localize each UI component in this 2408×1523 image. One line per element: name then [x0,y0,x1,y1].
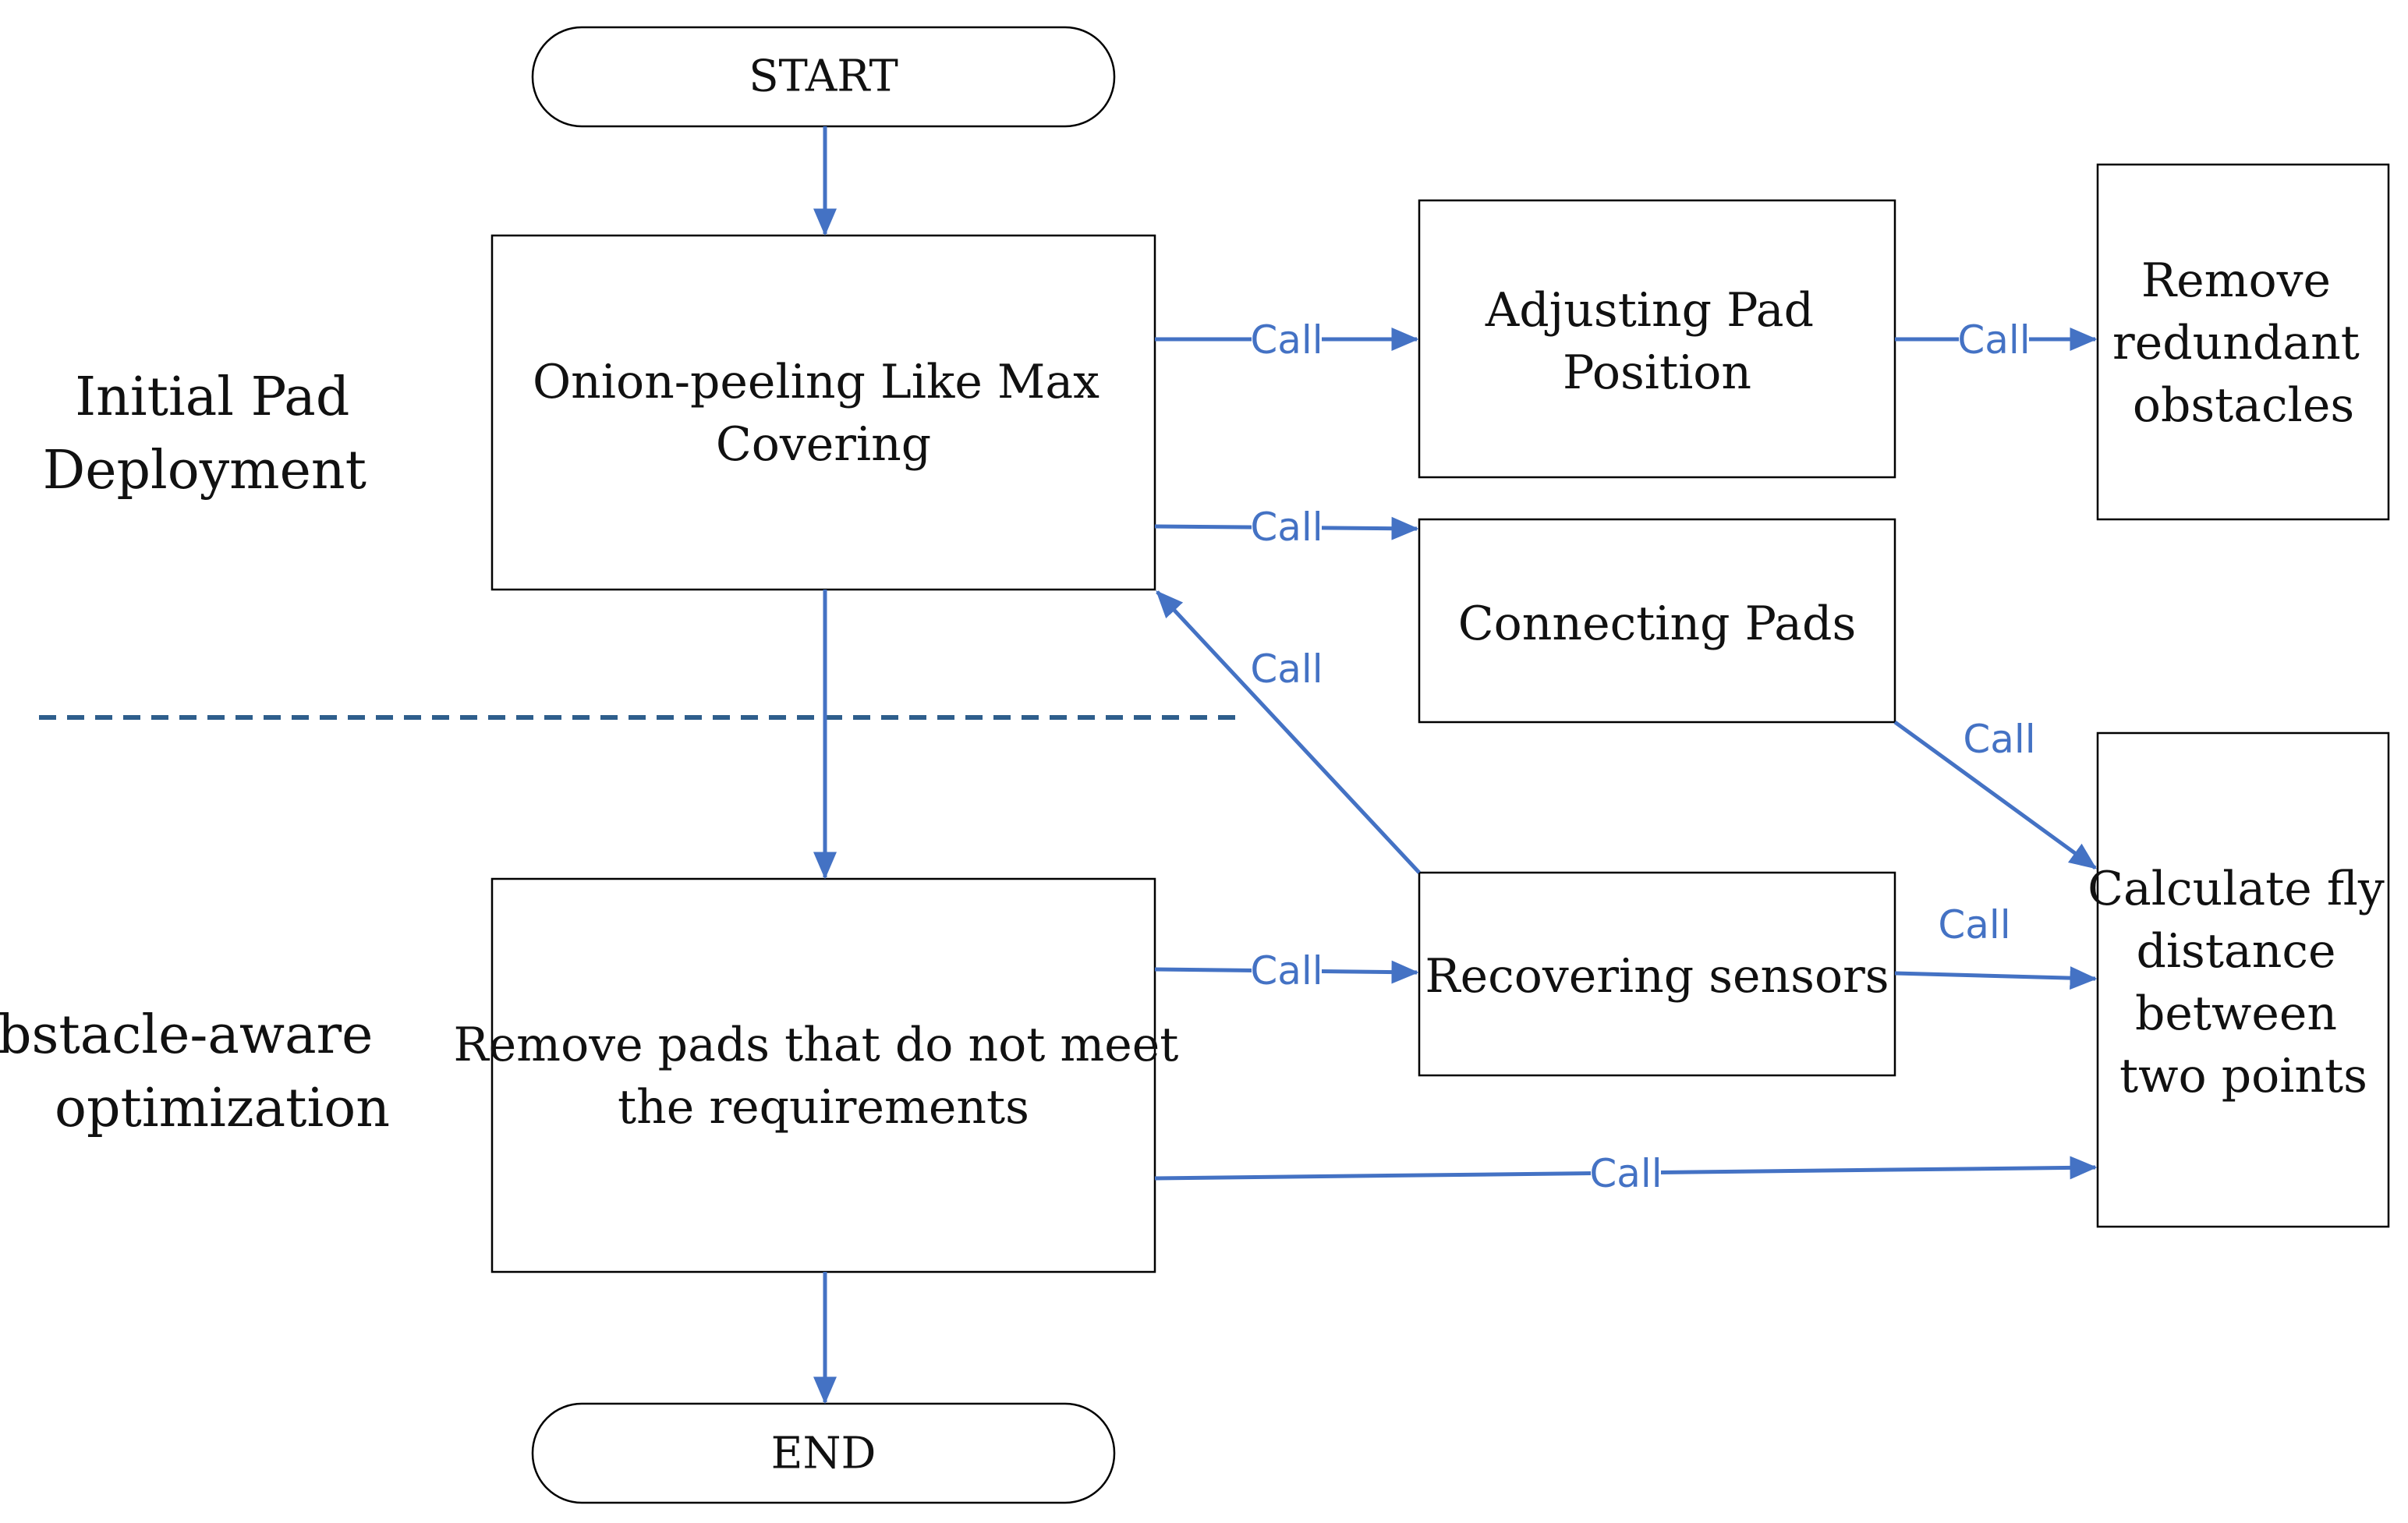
call-label-recovering-calculate: Call [1938,902,2010,947]
phase-label-obstacle: Obstacle-aware optimization [0,1004,390,1139]
connecting-pads-node: Connecting Pads [1418,518,1896,724]
adjusting-pad-label: Adjusting Pad Position [1485,283,1829,400]
phase-obstacle-line-1: Obstacle-aware [0,1004,373,1066]
call-label-recovering-onion: Call [1250,646,1323,692]
adjusting-pad-line-2: Position [1563,345,1751,400]
call-label-remove-calculate: Call [1589,1151,1662,1196]
call-label-adjusting-obstacles: Call [1957,317,2030,363]
calculate-distance-label: Calculate fly distance between two point… [2088,862,2399,1103]
start-label: START [749,51,898,102]
phase-obstacle-line-2: optimization [55,1078,390,1139]
calculate-distance-line-1: Calculate fly [2088,862,2385,916]
end-node: END [531,1402,1116,1504]
remove-obstacles-line-2: redundant [2112,316,2360,370]
remove-pads-label: Remove pads that do not meet the require… [454,1018,1194,1135]
remove-obstacles-node: Remove redundant obstacles [2096,163,2390,521]
recovering-sensors-node: Recovering sensors [1418,871,1896,1077]
adjusting-pad-line-1: Adjusting Pad [1485,283,1814,338]
calculate-distance-node: Calculate fly distance between two point… [2088,731,2399,1228]
connecting-pads-label: Connecting Pads [1458,597,1857,651]
calculate-distance-line-3: between [2135,986,2337,1041]
start-node: START [531,26,1116,128]
arrow-recovering-to-calculate [1894,966,2098,990]
recovering-sensors-label: Recovering sensors [1425,949,1889,1004]
arrow-connecting-to-calculate [1893,720,2098,870]
remove-pads-node: Remove pads that do not meet the require… [454,877,1194,1273]
phase-label-initial: Initial Pad Deployment [43,367,367,501]
call-label-onion-adjusting: Call [1250,317,1323,363]
remove-pads-line-2: the requirements [618,1080,1029,1135]
call-label-remove-recovering: Call [1250,948,1323,993]
end-label: END [771,1429,876,1479]
onion-peeling-node: Onion-peeling Like Max Covering [490,234,1156,591]
call-label-onion-connecting: Call [1250,505,1323,550]
remove-obstacles-line-1: Remove [2141,253,2331,308]
onion-peeling-line-2: Covering [716,417,931,472]
onion-peeling-line-1: Onion-peeling Like Max [533,355,1100,409]
phase-initial-line-1: Initial Pad [75,367,349,428]
call-labels: Call Call Call Call Call Call Call Call [1250,317,2035,1196]
adjusting-pad-node: Adjusting Pad Position [1418,199,1896,479]
remove-obstacles-line-3: obstacles [2133,378,2354,433]
arrow-recovering-to-onion [1156,590,1421,874]
calculate-distance-line-4: two points [2119,1049,2367,1103]
onion-peeling-label: Onion-peeling Like Max Covering [533,355,1114,472]
calculate-distance-line-2: distance [2136,924,2335,979]
call-label-connecting-calculate: Call [1963,717,2035,762]
phase-initial-line-2: Deployment [43,440,367,501]
remove-pads-line-1: Remove pads that do not meet [454,1018,1179,1072]
remove-obstacles-label: Remove redundant obstacles [2112,253,2374,433]
